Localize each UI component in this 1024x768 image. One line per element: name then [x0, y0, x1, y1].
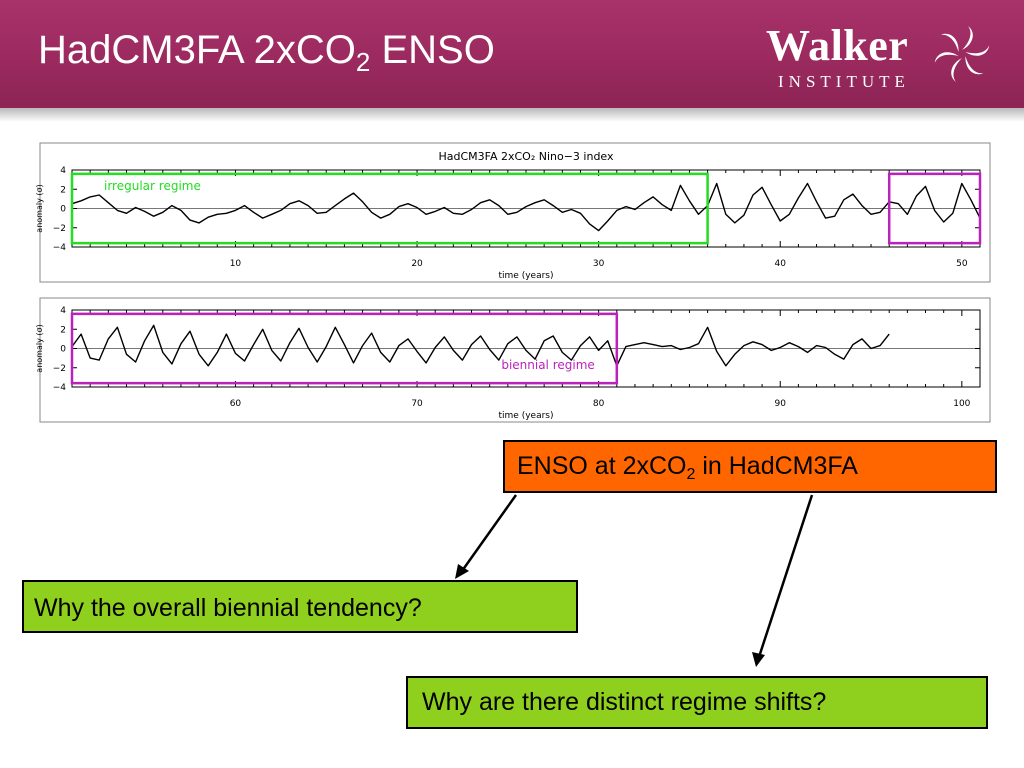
- header-band: [0, 0, 1024, 108]
- x-tick-label: 50: [956, 259, 968, 269]
- callout-enso: ENSO at 2xCO2 in HadCM3FA: [503, 440, 997, 493]
- y-tick-label: −2: [53, 364, 66, 374]
- y-tick-label: −4: [53, 383, 67, 393]
- y-tick-label: 4: [60, 306, 66, 316]
- y-tick-label: 0: [60, 345, 66, 355]
- chart-title: HadCM3FA 2xCO₂ Nino−3 index: [438, 150, 614, 163]
- y-tick-label: 2: [60, 185, 66, 195]
- callout-enso-main: ENSO at 2xCO: [517, 452, 687, 480]
- y-tick-label: 4: [60, 166, 66, 176]
- callout-regime-question: Why are there distinct regime shifts?: [406, 676, 988, 729]
- y-tick-label: −4: [53, 243, 67, 253]
- chart-frame: [39, 297, 991, 423]
- regime-box: [70, 172, 709, 245]
- x-tick-label: 70: [411, 399, 423, 409]
- slide-title-main: HadCM3FA 2xCO: [38, 28, 356, 72]
- y-axis-label: anomaly (σ): [35, 184, 44, 232]
- callout-enso-rest: in HadCM3FA: [695, 452, 858, 480]
- y-tick-label: 0: [60, 205, 66, 215]
- y-tick-label: 2: [60, 325, 66, 335]
- logo-swirl-icon: [934, 26, 990, 82]
- x-axis-label: time (years): [499, 411, 554, 421]
- header-shadow: [0, 108, 1024, 122]
- callout-biennial-question: Why the overall biennial tendency?: [22, 580, 578, 633]
- x-tick-label: 90: [775, 399, 787, 409]
- chart-panel-bottom: 4 2 0 −2 −4 60 70 80 90 100 time (years) anomaly (σ…: [35, 297, 991, 423]
- x-axis-label: time (years): [499, 271, 554, 281]
- x-tick-label: 10: [230, 259, 242, 269]
- arrow-to-regime: [757, 494, 814, 658]
- arrow-head-regime: [752, 652, 765, 667]
- arrows: [455, 494, 814, 667]
- regime-label: biennial regime: [501, 358, 594, 372]
- x-tick-label: 20: [411, 259, 423, 269]
- regime-label: irregular regime: [104, 179, 201, 193]
- logo-wordmark: Walker: [766, 21, 909, 70]
- x-tick-label: 60: [230, 399, 242, 409]
- y-tick-label: −2: [53, 224, 66, 234]
- regime-box: [887, 172, 982, 245]
- x-tick-label: 40: [775, 259, 787, 269]
- x-tick-label: 30: [593, 259, 605, 269]
- arrow-to-biennial: [460, 494, 518, 572]
- callout-enso-subscript: 2: [686, 466, 696, 483]
- slide-title-subscript: 2: [355, 47, 371, 77]
- x-tick-label: 100: [953, 399, 970, 409]
- slide-title: HadCM3FA 2xCO2 ENSO: [38, 28, 495, 78]
- series-line: [71, 324, 890, 367]
- logo-subtitle: INSTITUTE: [778, 72, 910, 91]
- y-axis-label: anomaly (σ): [35, 324, 44, 372]
- series-line: [71, 182, 981, 232]
- arrow-head-biennial: [455, 564, 469, 579]
- walker-institute-logo: Walker INSTITUTE: [760, 18, 1000, 98]
- x-tick-label: 80: [593, 399, 605, 409]
- slide-title-rest: ENSO: [370, 28, 495, 72]
- regime-box: [70, 312, 619, 385]
